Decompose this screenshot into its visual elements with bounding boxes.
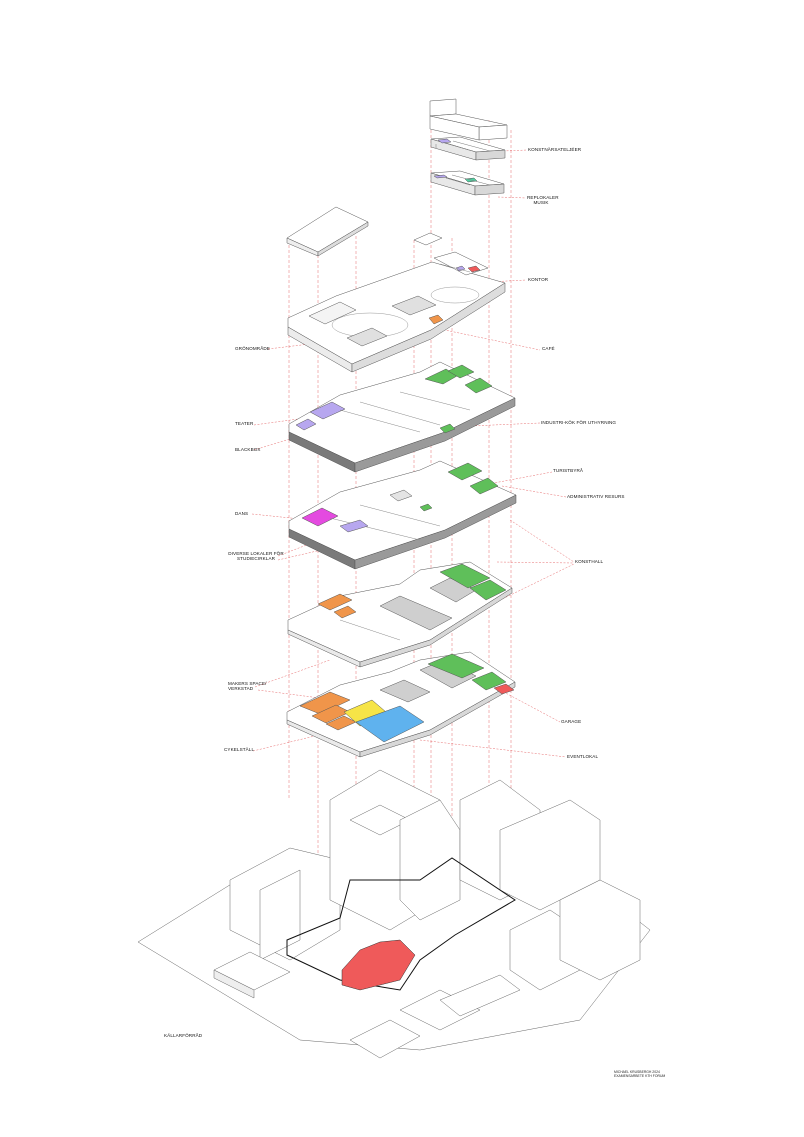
small-block: [413, 232, 443, 246]
label-teater: TEATER: [235, 421, 254, 426]
floor-makers-space: [286, 651, 516, 758]
label-blackbox: BLACKBOX: [235, 447, 261, 452]
label-industrikok: INDUSTRI-KÖK FÖR UTHYRNING: [541, 420, 617, 425]
label-cafe: CAFÉ: [542, 346, 555, 351]
label-replokaler-line2: MUSIK: [533, 200, 549, 206]
label-makers-line1: MAKERS SPACE/: [228, 681, 267, 686]
label-konsthall: KONSTHALL: [575, 559, 604, 564]
label-studiecirklar: DIVERSE LOKALER FÖR STUDIECIRKLAR: [226, 551, 286, 562]
floor-teater: [288, 361, 516, 473]
label-konstnarsateljeer: KONSTNÄRSATELJÉER: [528, 147, 582, 152]
city-context: [137, 769, 651, 1059]
label-replokaler: REPLOKALER MUSIK: [527, 195, 559, 206]
credit-line1: MICHAEL KRUSBERGH 2024: [614, 1070, 660, 1074]
floor-konstnarsateljeer: [430, 136, 506, 161]
credit-block: MICHAEL KRUSBERGH 2024 EXAMENSARBETE KTH…: [614, 1070, 665, 1079]
credit-line2: EXAMENSARBETE KTH FORUM: [614, 1074, 666, 1079]
label-eventlokal: EVENTLOKAL: [567, 754, 599, 759]
floor-dans: [288, 460, 517, 570]
label-gronomrade: GRÖNOMRÅDE: [235, 346, 270, 351]
label-administrativ: ADMINISTRATIV RESURS: [567, 494, 625, 499]
label-cykelstall: CYKELSTÄLL: [224, 747, 255, 752]
label-dans: DANS: [235, 511, 249, 516]
label-turistbyra: TURISTBYRÅ: [553, 468, 584, 473]
label-garage: GARAGE: [561, 719, 582, 724]
label-studiecirklar-line1: DIVERSE LOKALER FÖR: [228, 551, 284, 556]
site-outline: [286, 857, 516, 991]
label-makers-line2: VERKSTAD: [228, 686, 254, 692]
label-studiecirklar-line2: STUDIECIRKLAR: [236, 556, 276, 562]
floor-konsthall: [287, 561, 513, 668]
floor-roof-garden: [287, 251, 506, 373]
label-replokaler-line1: REPLOKALER: [527, 195, 559, 200]
label-kallarforrad: KÄLLARFÖRRÅD: [164, 1033, 203, 1038]
roof-volume: [429, 98, 508, 141]
floor-replokaler: [430, 170, 505, 196]
label-makers-space: MAKERS SPACE/ VERKSTAD: [228, 681, 267, 692]
label-kontor: KONTOR: [528, 277, 549, 282]
floating-roof-slab: [286, 206, 369, 257]
